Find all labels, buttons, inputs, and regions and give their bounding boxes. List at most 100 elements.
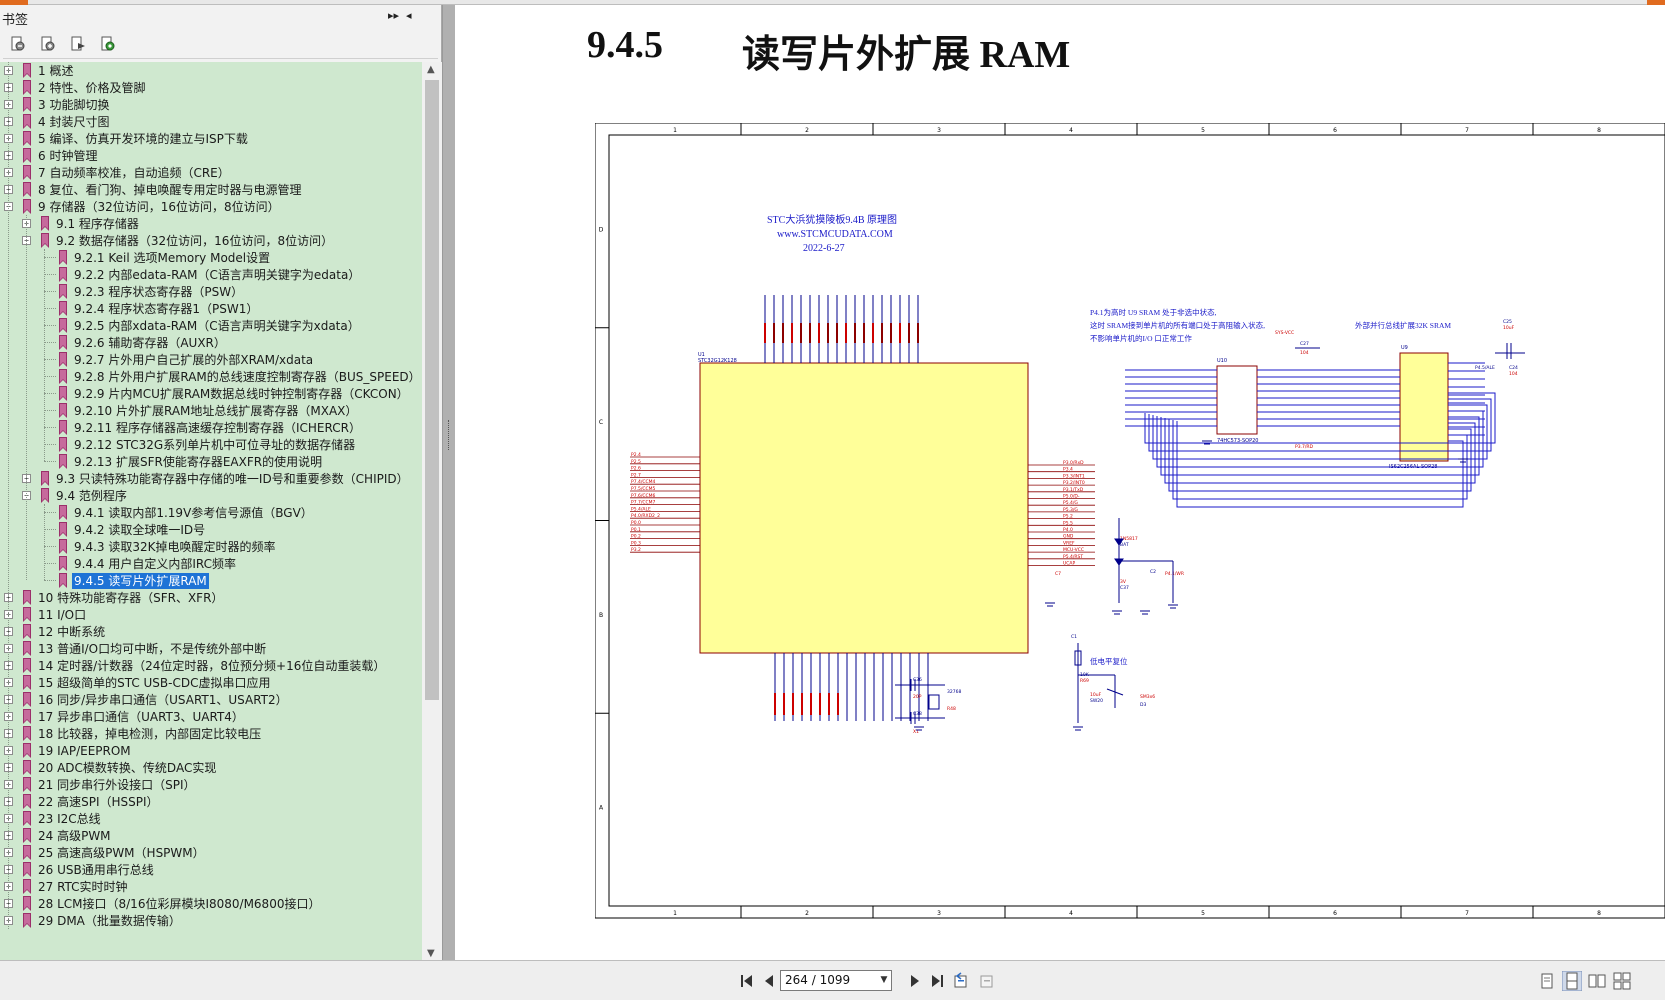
bookmark-item[interactable]: +3 功能脚切换 [0,96,422,114]
bookmark-item-selected[interactable]: 9.4.5 读写片外扩展RAM [0,572,422,590]
mcu-pin-net: P5.4/ALE [631,506,651,512]
page-number-input[interactable]: 264 / 1099 [780,970,892,991]
mcu-pin-label-mark [774,693,776,715]
bookmark-item[interactable]: 9.2.9 片内MCU扩展RAM数据总线时钟控制寄存器（CKCON） [0,385,422,403]
bookmark-item[interactable]: +29 DMA（批量数据传输） [0,912,422,930]
bookmark-label: 9.2.10 片外扩展RAM地址总线扩展寄存器（MXAX） [74,404,358,418]
bookmark-item[interactable]: +28 LCM接口（8/16位彩屏模块I8080/M6800接口） [0,895,422,913]
bookmark-scrollbar[interactable]: ▲ ▼ [422,62,442,964]
bookmark-item[interactable]: +19 IAP/EEPROM [0,742,422,760]
bookmark-item[interactable]: −9.4 范例程序 [0,487,422,505]
bookmark-label: 24 高级PWM [38,829,111,843]
bookmark-item[interactable]: 9.2.12 STC32G系列单片机中可位寻址的数据存储器 [0,436,422,454]
bookmark-item[interactable]: +7 自动频率校准，自动追频（CRE） [0,164,422,182]
next-page-icon[interactable] [906,972,924,990]
bookmark-item[interactable]: 9.2.3 程序状态寄存器（PSW） [0,283,422,301]
next-view-icon[interactable] [976,971,996,991]
bookmark-item[interactable]: +14 定时器/计数器（24位定时器，8位预分频+16位自动重装载） [0,657,422,675]
bookmark-item[interactable]: +17 异步串口通信（UART3、UART4） [0,708,422,726]
bookmark-item[interactable]: +15 超级简单的STC USB-CDC虚拟串口应用 [0,674,422,692]
bookmark-item[interactable]: +11 I/O口 [0,606,422,624]
bookmark-item[interactable]: 9.4.3 读取32K掉电唤醒定时器的频率 [0,538,422,556]
bookmark-item[interactable]: 9.2.1 Keil 选项Memory Model设置 [0,249,422,267]
bookmark-item[interactable]: 9.2.6 辅助寄存器（AUXR） [0,334,422,352]
bookmark-item[interactable]: −9 存储器（32位访问，16位访问，8位访问） [0,198,422,216]
scroll-thumb[interactable] [425,80,439,700]
bookmark-icon [23,862,31,877]
bookmark-item[interactable]: +24 高级PWM [0,827,422,845]
page-dropdown-icon[interactable]: ▼ [880,975,888,985]
bookmark-item[interactable]: +25 高速高级PWM（HSPWM） [0,844,422,862]
bookmark-item[interactable]: 9.2.13 扩展SFR使能寄存器EAXFR的使用说明 [0,453,422,471]
bookmark-icon [59,301,67,316]
frame-col-label: 7 [1465,910,1469,917]
net-label: P4.1/WR [1165,571,1184,577]
goto-bookmark-icon[interactable] [68,34,88,54]
bookmark-item[interactable]: +26 USB通用串行总线 [0,861,422,879]
bookmark-item[interactable]: +1 概述 [0,62,422,80]
bookmark-item[interactable]: 9.4.1 读取内部1.19V参考信号源值（BGV） [0,504,422,522]
bookmark-item[interactable]: 9.2.2 内部edata-RAM（C语言声明关键字为edata） [0,266,422,284]
single-page-view-icon[interactable] [1537,971,1557,991]
collapse-panel-icon[interactable]: ◂ [406,9,412,22]
collapse-icon[interactable] [38,34,58,54]
bookmark-item[interactable]: 9.2.5 内部xdata-RAM（C语言声明关键字为xdata） [0,317,422,335]
bookmark-item[interactable]: 9.2.4 程序状态寄存器1（PSW1） [0,300,422,318]
bookmark-label: 4 封装尺寸图 [38,115,110,129]
bookmark-item[interactable]: +12 中断系统 [0,623,422,641]
bookmark-item[interactable]: +8 复位、看门狗、掉电唤醒专用定时器与电源管理 [0,181,422,199]
bookmark-item[interactable]: +4 封装尺寸图 [0,113,422,131]
bookmark-label: 9.2.2 内部edata-RAM（C语言声明关键字为edata） [74,268,361,282]
bookmark-item[interactable]: +5 编译、仿真开发环境的建立与ISP下载 [0,130,422,148]
mcu-pin-label-mark [800,323,802,343]
bookmark-item[interactable]: +20 ADC模数转换、传统DAC实现 [0,759,422,777]
continuous-view-icon[interactable] [1562,971,1582,991]
previous-view-icon[interactable] [952,971,972,991]
frame-col-label: 4 [1069,127,1073,134]
tree-connector [44,529,56,530]
bookmark-item[interactable]: −9.2 数据存储器（32位访问，16位访问，8位访问） [0,232,422,250]
bookmark-item[interactable]: 9.2.7 片外用户自己扩展的外部XRAM/xdata [0,351,422,369]
bookmark-item[interactable]: +27 RTC实时时钟 [0,878,422,896]
bookmark-item[interactable]: 9.2.8 片外用户扩展RAM的总线速度控制寄存器（BUS_SPEED） [0,368,422,386]
scroll-up-icon[interactable]: ▲ [427,64,435,75]
bookmark-icon [23,114,31,129]
bookmark-icon [23,828,31,843]
bookmark-item[interactable]: +13 普通I/O口均可中断，不是传统外部中断 [0,640,422,658]
last-page-icon[interactable] [928,972,946,990]
bookmark-item[interactable]: +6 时钟管理 [0,147,422,165]
bookmark-icon [59,420,67,435]
bookmark-item[interactable]: 9.2.10 片外扩展RAM地址总线扩展寄存器（MXAX） [0,402,422,420]
facing-view-icon[interactable] [1587,971,1607,991]
bookmark-item[interactable]: +16 同步/异步串口通信（USART1、USART2） [0,691,422,709]
bookmark-item[interactable]: +23 I2C总线 [0,810,422,828]
expand-panel-icon[interactable]: ▸▸ [388,9,400,22]
net-label: 20P [913,694,922,700]
expand-all-icon[interactable] [8,34,28,54]
previous-page-icon[interactable] [760,972,778,990]
bookmark-item[interactable]: +9.3 只读特殊功能寄存器中存储的唯一ID号和重要参数（CHIPID） [0,470,422,488]
bus-wire [1144,392,1496,444]
bookmark-item[interactable]: +18 比较器，掉电检测，内部固定比较电压 [0,725,422,743]
continuous-facing-view-icon[interactable] [1612,971,1632,991]
bookmark-item[interactable]: +10 特殊功能寄存器（SFR、XFR） [0,589,422,607]
tree-connector [44,291,56,292]
bookmark-item[interactable]: +9.1 程序存储器 [0,215,422,233]
tree-connector [44,257,56,258]
bookmark-item[interactable]: 9.4.4 用户自定义内部IRC频率 [0,555,422,573]
find-bookmark-icon[interactable] [98,34,118,54]
splitter-grip[interactable] [448,420,450,450]
first-page-icon[interactable] [738,972,756,990]
bookmark-item[interactable]: +2 特性、价格及管脚 [0,79,422,97]
bookmark-item[interactable]: 9.2.11 程序存储器高速缓存控制寄存器（ICHERCR） [0,419,422,437]
bookmark-item[interactable]: +22 高速SPI（HSSPI） [0,793,422,811]
tree-connector [44,342,56,343]
bookmark-icon [59,437,67,452]
window-close-accent[interactable] [1647,0,1665,5]
panel-splitter[interactable] [442,5,455,960]
bookmark-item[interactable]: +21 同步串行外设接口（SPI） [0,776,422,794]
bookmark-item[interactable]: 9.4.2 读取全球唯一ID号 [0,521,422,539]
mcu-pin-net: P5.0/D- [1063,494,1080,500]
scroll-down-icon[interactable]: ▼ [427,948,435,959]
